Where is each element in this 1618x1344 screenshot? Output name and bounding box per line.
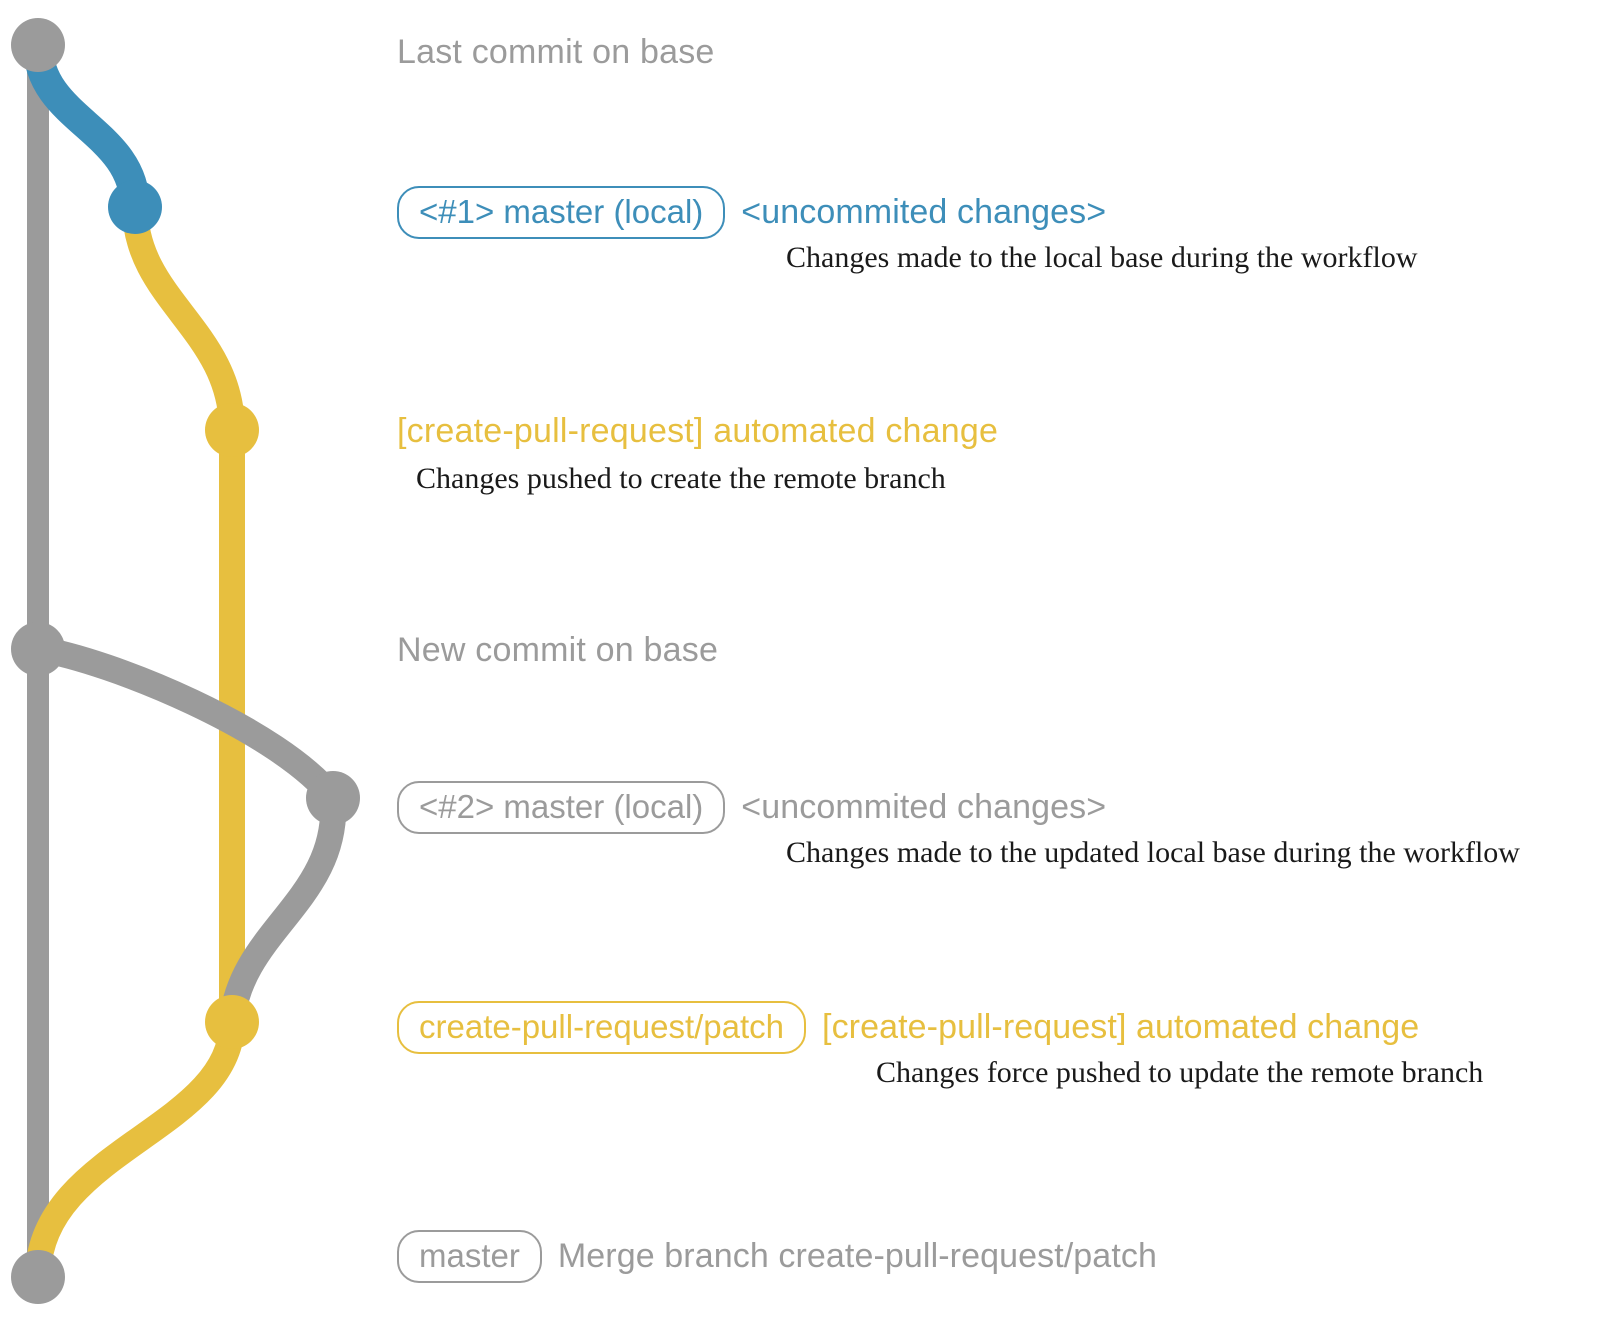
commit-message-automated-change-2: [create-pull-request] automated change — [822, 1008, 1420, 1046]
graph-row-new-commit-on-base: New commit on base — [397, 631, 718, 670]
graph-row-master-local-2: <#2> master (local) <uncommited changes> — [397, 781, 1106, 834]
commit-graph — [11, 18, 360, 1304]
graph-row-patch-branch: create-pull-request/patch [create-pull-r… — [397, 1001, 1419, 1054]
graph-row-automated-change-1: [create-pull-request] automated change — [397, 412, 998, 451]
commit-message-merge-branch: Merge branch create-pull-request/patch — [557, 1237, 1157, 1275]
branch-pill-master-local-1[interactable]: <#1> master (local) — [397, 186, 726, 239]
commit-node-master-local-2[interactable] — [306, 771, 360, 825]
commit-node-automated-change-1[interactable] — [205, 403, 259, 457]
branch-pill-create-pull-request-patch[interactable]: create-pull-request/patch — [397, 1001, 807, 1054]
commit-message-uncommited-changes-2: <uncommited changes> — [741, 788, 1107, 826]
branch-pill-master-local-2[interactable]: <#2> master (local) — [397, 781, 726, 834]
edge-patch2-to-master — [25, 1009, 245, 1290]
commit-message-automated-change-1: [create-pull-request] automated change — [397, 412, 999, 450]
edge-base-to-local1 — [23, 30, 150, 222]
graph-row-last-commit-on-base: Last commit on base — [397, 33, 715, 72]
commit-node-master-merge[interactable] — [11, 1250, 65, 1304]
graph-row-master-local-1: <#1> master (local) <uncommited changes> — [397, 186, 1106, 239]
commit-message-new-commit-on-base: New commit on base — [397, 631, 719, 669]
edge-base-to-local2 — [25, 636, 346, 811]
caption-local-base-changes: Changes made to the local base during th… — [786, 241, 1418, 274]
commit-node-last-commit-on-base[interactable] — [11, 18, 65, 72]
commit-node-new-commit-on-base[interactable] — [11, 622, 65, 676]
commit-message-uncommited-changes-1: <uncommited changes> — [741, 193, 1107, 231]
caption-updated-local-base-changes: Changes made to the updated local base d… — [786, 836, 1520, 869]
commit-node-master-local-1[interactable] — [108, 180, 162, 234]
caption-force-pushed-update: Changes force pushed to update the remot… — [876, 1056, 1484, 1089]
edge-local1-to-patch1 — [122, 194, 245, 443]
edge-local2-to-patch2 — [219, 785, 347, 1035]
caption-changes-pushed-create: Changes pushed to create the remote bran… — [416, 462, 946, 495]
branch-pill-master[interactable]: master — [397, 1230, 542, 1283]
graph-row-master-merge: master Merge branch create-pull-request/… — [397, 1230, 1157, 1283]
commit-message-last-commit-on-base: Last commit on base — [397, 33, 715, 71]
commit-node-automated-change-2[interactable] — [205, 995, 259, 1049]
